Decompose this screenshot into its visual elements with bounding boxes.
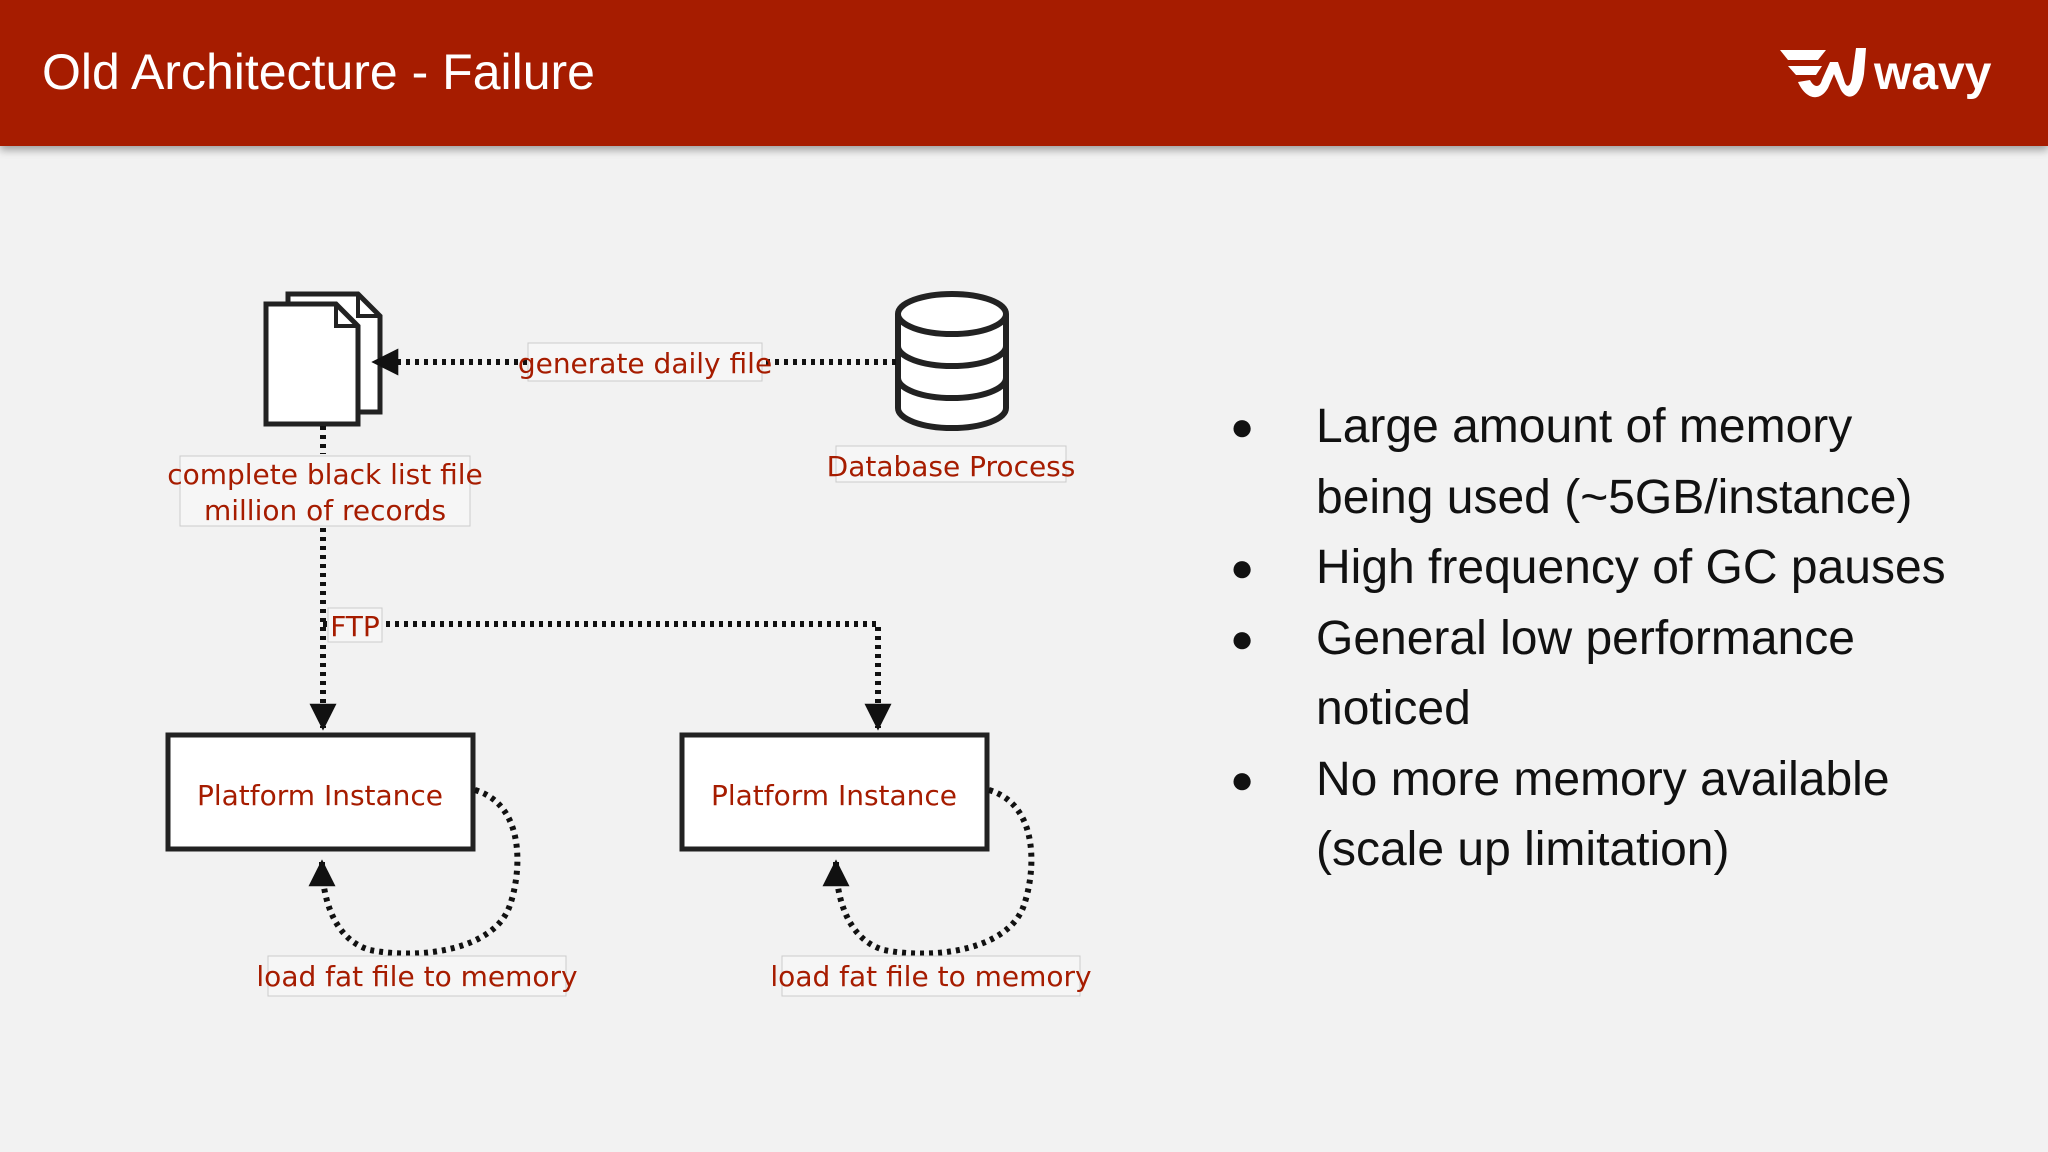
- bullet-icon: ●: [1230, 757, 1255, 802]
- load-label-2: load fat file to memory: [770, 960, 1091, 993]
- bullet-text: No more memory available: [1316, 752, 1890, 806]
- slide-title: Old Architecture - Failure: [42, 44, 595, 100]
- bullet-icon: ●: [1230, 616, 1255, 661]
- wavy-logo: wavy: [1776, 44, 2006, 104]
- load-loop-2: [822, 787, 1035, 957]
- ftp-edge-to-instance-2: [323, 621, 892, 731]
- bullet-item: ● No more memory available (scale up lim…: [1230, 745, 2020, 886]
- bullet-icon: ●: [1230, 405, 1255, 449]
- platform-instance-2: [679, 732, 990, 852]
- bullet-list: ● Large amount of memory being used (~5G…: [1230, 392, 2020, 886]
- bullet-item: ● General low performance noticed: [1230, 604, 2020, 745]
- generate-label: generate daily file: [518, 347, 772, 380]
- logo-text: wavy: [1874, 47, 1992, 100]
- documents-icon: [263, 291, 383, 427]
- bullet-text: Large amount of memory: [1316, 400, 1853, 453]
- platform-instance-2-label: Platform Instance: [711, 779, 957, 812]
- database-label: Database Process: [827, 450, 1076, 483]
- load-loop-1: [308, 787, 521, 957]
- bullet-item: ● High frequency of GC pauses: [1230, 533, 2020, 604]
- architecture-diagram: generate daily file Database Process com…: [165, 291, 1092, 997]
- platform-instance-1: [165, 732, 476, 852]
- bullet-text: General low performance: [1316, 611, 1855, 665]
- file-label-line2: million of records: [204, 494, 446, 527]
- platform-instance-1-label: Platform Instance: [197, 779, 443, 812]
- bullet-text: being used (~5GB/instance): [1316, 470, 1913, 524]
- bullet-text: noticed: [1316, 682, 1471, 735]
- bullet-text: (scale up limitation): [1316, 823, 1730, 876]
- load-label-1: load fat file to memory: [256, 960, 577, 993]
- ftp-label: FTP: [330, 610, 380, 643]
- wavy-logo-icon: [1780, 48, 1866, 98]
- title-bar: Old Architecture - Failure wavy: [0, 0, 2048, 146]
- bullet-item: ● Large amount of memory being used (~5G…: [1230, 392, 2020, 533]
- bullet-icon: ●: [1230, 546, 1255, 590]
- bullet-text: High frequency of GC pauses: [1316, 541, 1946, 594]
- database-icon: [895, 291, 1009, 431]
- file-label-line1: complete black list file: [167, 458, 483, 491]
